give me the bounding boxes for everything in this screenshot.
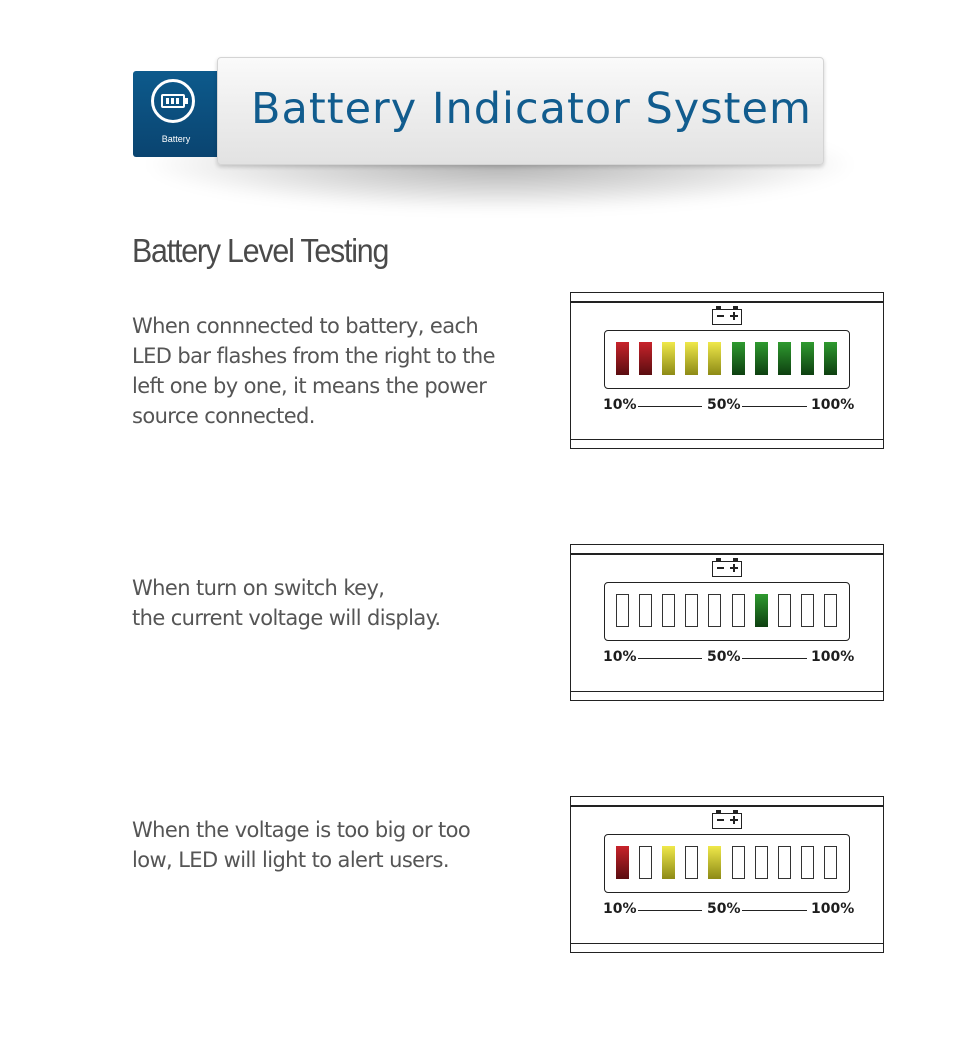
scale-mid-label: 50% (707, 397, 741, 413)
description-line: low, LED will light to alert users. (132, 848, 450, 872)
scale-low-label: 10% (603, 901, 637, 917)
led-frame (604, 582, 850, 641)
description-line: When turn on switch key, (132, 576, 385, 600)
description-line: source connected. (132, 404, 315, 428)
header-plate: Battery Indicator System (217, 57, 824, 165)
led-bar-10 (823, 342, 837, 375)
scale-line (742, 910, 807, 911)
panel-border-line (571, 438, 883, 440)
led-bar-5 (708, 342, 722, 375)
led-bar-2 (639, 594, 653, 627)
battery-icon (151, 79, 195, 123)
led-bar-3 (662, 846, 676, 879)
description-2: When turn on switch key, the current vol… (132, 573, 441, 633)
scale-mid-label: 50% (707, 901, 741, 917)
led-bar-2 (639, 342, 653, 375)
led-bar-9 (800, 594, 814, 627)
scale-line (742, 406, 807, 407)
description-line: the current voltage will display. (132, 606, 441, 630)
led-bar-6 (731, 846, 745, 879)
led-bar-4 (685, 846, 699, 879)
led-bar-1 (616, 342, 629, 375)
led-bar-10 (823, 846, 837, 879)
scale-high-label: 100% (811, 901, 855, 917)
led-bar-7 (754, 342, 768, 375)
description-3: When the voltage is too big or too low, … (132, 815, 471, 875)
led-bar-7 (754, 594, 768, 627)
led-bar-4 (685, 594, 699, 627)
scale-high-label: 100% (811, 397, 855, 413)
scale-mid-label: 50% (707, 649, 741, 665)
indicator-panel-3: 10% 50% 100% (570, 796, 884, 953)
battery-terminal-icon (712, 810, 742, 829)
scale-line (742, 658, 807, 659)
led-frame (604, 330, 850, 389)
led-bar-7 (754, 846, 768, 879)
badge-label: Battery (161, 134, 191, 144)
battery-terminal-icon (712, 306, 742, 325)
led-bar-5 (708, 594, 722, 627)
led-bar-1 (616, 846, 629, 879)
panel-border-line (571, 690, 883, 692)
panel-border-line (571, 942, 883, 944)
indicator-panel-2: 10% 50% 100% (570, 544, 884, 701)
scale-line (638, 406, 702, 407)
led-bar-10 (823, 594, 837, 627)
scale-line (638, 658, 702, 659)
led-bar-8 (777, 846, 791, 879)
description-line: When the voltage is too big or too (132, 818, 471, 842)
led-bar-8 (777, 342, 791, 375)
led-bar-8 (777, 594, 791, 627)
battery-terminal-icon (712, 558, 742, 577)
indicator-panel-1: 10% 50% 100% (570, 292, 884, 449)
description-line: left one by one, it means the power (132, 374, 487, 398)
header-badge: Battery (133, 71, 219, 157)
section-heading: Battery Level Testing (132, 232, 389, 269)
scale-low-label: 10% (603, 397, 637, 413)
led-bar-1 (616, 594, 629, 627)
panel-border-line (571, 553, 883, 555)
led-bar-9 (800, 846, 814, 879)
led-bar-3 (662, 342, 676, 375)
description-line: LED bar flashes from the right to the (132, 344, 496, 368)
scale-low-label: 10% (603, 649, 637, 665)
panel-border-line (571, 805, 883, 807)
panel-border-line (571, 301, 883, 303)
level-scale: 10% 50% 100% (571, 397, 883, 415)
scale-line (638, 910, 702, 911)
scale-high-label: 100% (811, 649, 855, 665)
description-1: When connnected to battery, each LED bar… (132, 311, 496, 431)
led-bar-3 (662, 594, 676, 627)
led-frame (604, 834, 850, 893)
led-bar-6 (731, 594, 745, 627)
level-scale: 10% 50% 100% (571, 901, 883, 919)
led-bar-5 (708, 846, 722, 879)
led-bar-6 (731, 342, 745, 375)
page-title: Battery Indicator System (251, 84, 812, 134)
level-scale: 10% 50% 100% (571, 649, 883, 667)
led-bar-2 (639, 846, 653, 879)
description-line: When connnected to battery, each (132, 314, 479, 338)
led-bar-9 (800, 342, 814, 375)
led-bar-4 (685, 342, 699, 375)
